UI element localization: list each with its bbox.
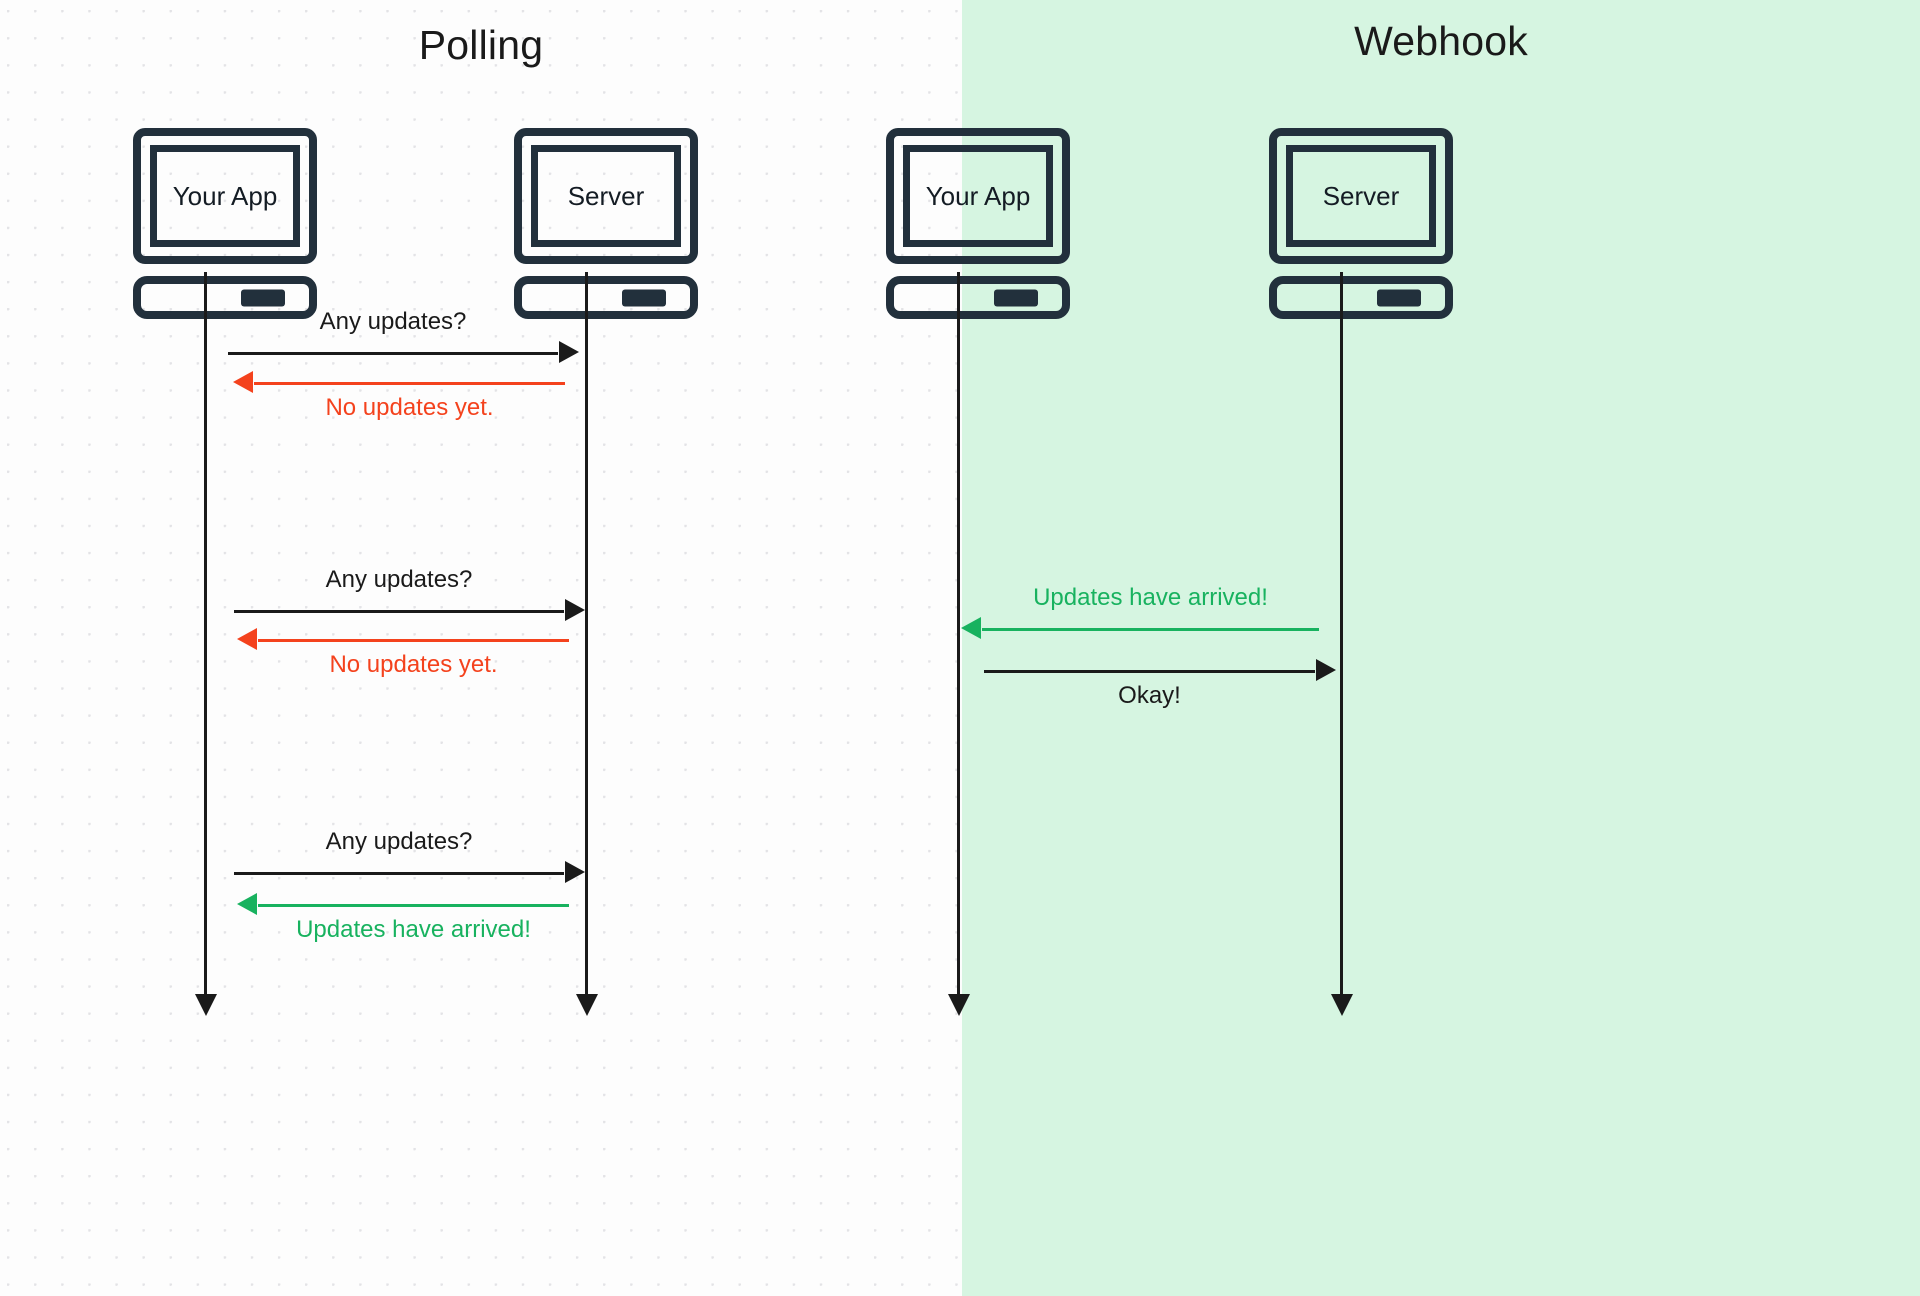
polling-panel-title: Polling (418, 22, 544, 68)
monitor-screen: Server (531, 145, 681, 247)
computer-base (133, 276, 317, 319)
computer-led-icon (994, 289, 1038, 306)
message-arrowhead (559, 341, 579, 363)
desktop-computer-icon: Server (1269, 128, 1453, 264)
desktop-computer-icon: Your App (886, 128, 1070, 264)
polling-node-server: Server (514, 128, 698, 319)
polling-panel: Polling Your App Server (0, 0, 962, 1296)
computer-led-icon (241, 289, 285, 306)
message-arrowhead (237, 893, 257, 915)
webhook-panel-title: Webhook (1354, 18, 1528, 64)
message-arrowhead (233, 371, 253, 393)
computer-base (1269, 276, 1453, 319)
message-label: No updates yet. (329, 651, 498, 678)
message-arrowhead (565, 599, 585, 621)
message-label: Updates have arrived! (1033, 584, 1268, 611)
webhook-node-server: Server (1269, 128, 1453, 319)
message-line (258, 639, 569, 642)
message-label: No updates yet. (325, 394, 494, 421)
message-line (234, 610, 564, 613)
node-label: Your App (172, 180, 278, 211)
lifeline-your-app-arrowhead (194, 994, 217, 1016)
message-arrowhead (961, 617, 981, 639)
lifeline-server-arrowhead (575, 994, 598, 1016)
message-arrowhead (237, 628, 257, 650)
computer-base (514, 276, 698, 319)
message-arrowhead (565, 861, 585, 883)
node-label: Server (567, 180, 645, 211)
webhook-node-your-app: Your App (886, 128, 1070, 319)
message-label: Okay! (1118, 682, 1181, 709)
computer-led-icon (1377, 289, 1421, 306)
message-label: Any updates? (325, 828, 473, 855)
lifeline-server (585, 272, 588, 994)
polling-node-your-app: Your App (133, 128, 317, 319)
computer-led-icon (622, 289, 666, 306)
lifeline-your-app (957, 272, 960, 994)
desktop-computer-icon: Server (514, 128, 698, 264)
lifeline-server (1340, 272, 1343, 994)
lifeline-server-arrowhead (1330, 994, 1353, 1016)
monitor-screen: Server (1286, 145, 1436, 247)
lifeline-your-app-arrowhead (947, 994, 970, 1016)
lifeline-your-app (204, 272, 207, 994)
message-label: Any updates? (319, 308, 467, 335)
message-label: Any updates? (325, 566, 473, 593)
desktop-computer-icon: Your App (133, 128, 317, 264)
message-line (982, 628, 1319, 631)
message-line (234, 872, 564, 875)
message-line (228, 352, 558, 355)
monitor-screen: Your App (150, 145, 300, 247)
node-label: Your App (925, 180, 1031, 211)
webhook-panel: Webhook Your App Server (886, 0, 1920, 1296)
node-label: Server (1322, 180, 1400, 211)
message-label: Updates have arrived! (296, 916, 531, 943)
message-arrowhead (1316, 659, 1336, 681)
message-line (258, 904, 569, 907)
computer-base (886, 276, 1070, 319)
message-line (984, 670, 1315, 673)
monitor-screen: Your App (903, 145, 1053, 247)
message-line (254, 382, 565, 385)
